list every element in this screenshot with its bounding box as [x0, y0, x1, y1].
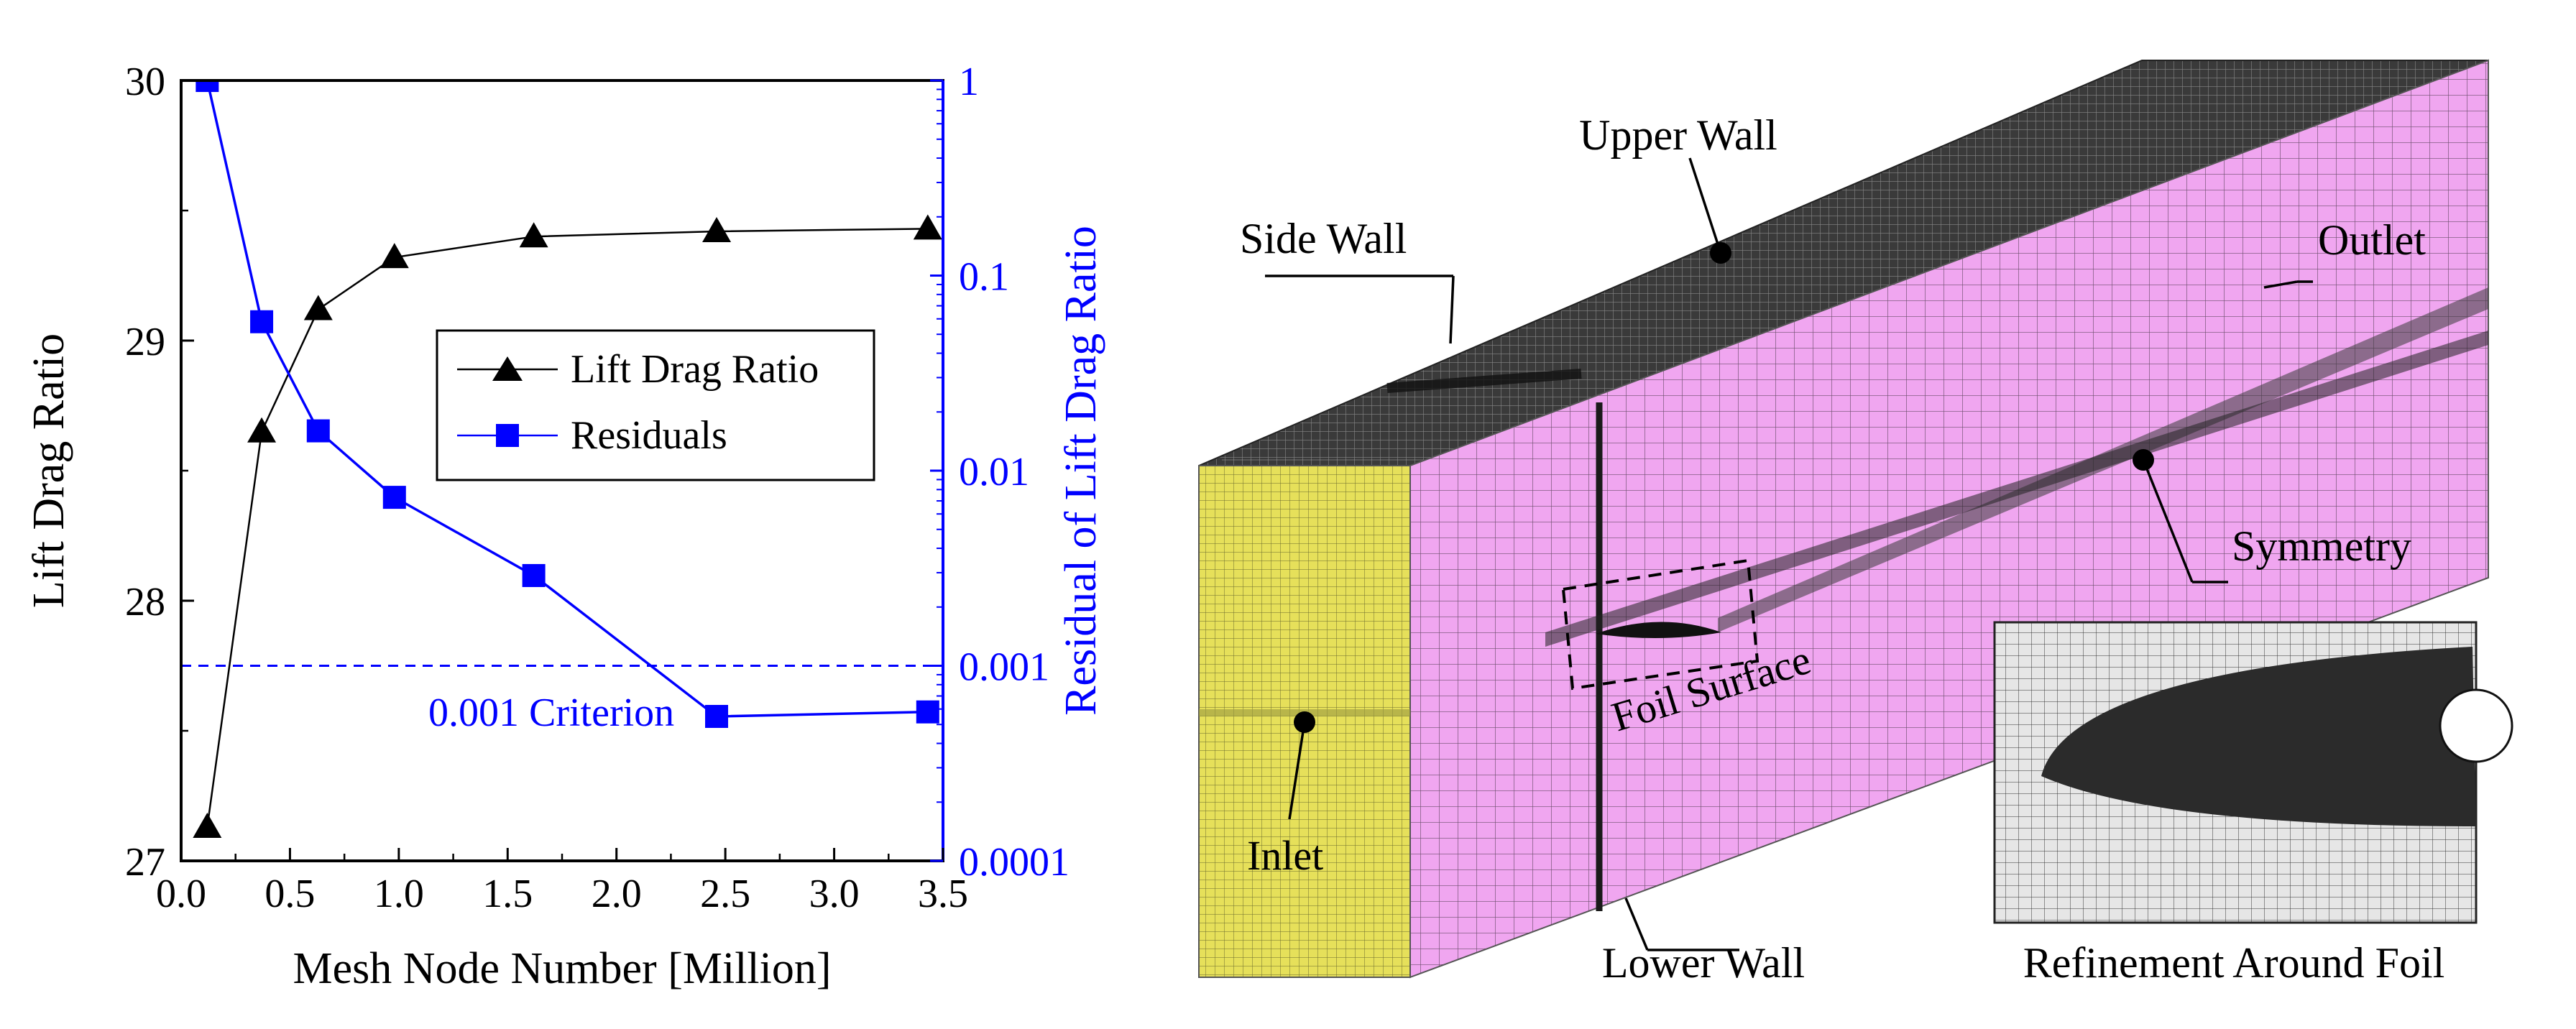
y2-tick-label: 0.1 [959, 255, 1009, 300]
x-tick-label: 1.5 [482, 872, 533, 916]
residual-point [705, 704, 729, 728]
y-axis-label: Lift Drag Ratio [24, 333, 73, 608]
leader-lower-wall [1624, 898, 1649, 951]
y2-tick-label: 0.0001 [959, 840, 1070, 885]
y2-axis-ticks: 0.0001 0.001 0.01 0.1 1 [930, 60, 1070, 885]
marker-symmetry [2133, 449, 2154, 471]
inset-dense-zone [2041, 647, 2476, 826]
criterion-label: 0.001 Criterion [428, 691, 674, 735]
convergence-chart: 0.0 0.5 1.0 1.5 2.0 2.5 3.0 3.5 27 28 29 30 0.0001… [24, 60, 1105, 993]
x-axis-ticks: 0.0 0.5 1.0 1.5 2.0 2.5 3.0 3.5 [156, 848, 968, 916]
legend-label-lift: Lift Drag Ratio [571, 347, 819, 392]
y-tick-label: 29 [125, 320, 165, 364]
wake-band-lower [1545, 331, 2488, 647]
y2-axis-label: Residual of Lift Drag Ratio [1057, 226, 1105, 716]
legend-marker-residuals [496, 424, 519, 447]
residual-point [250, 310, 274, 333]
label-side-wall: Side Wall [1240, 215, 1407, 262]
lift-drag-point [519, 222, 548, 248]
lift-drag-point [193, 812, 222, 838]
lift-drag-point [303, 295, 333, 320]
leader-upper-wall [1688, 157, 1722, 254]
residual-point [916, 700, 939, 724]
legend-marker-lift [492, 356, 523, 381]
label-upper-wall: Upper Wall [1579, 111, 1777, 159]
marker-upper-wall [1710, 242, 1731, 264]
y2-tick-label: 0.001 [959, 645, 1049, 690]
label-refinement: Refinement Around Foil [2023, 939, 2445, 987]
x-tick-label: 2.5 [700, 872, 750, 916]
mesh-domain-diagram: Upper Wall Side Wall Outlet Symmetry Foi… [1198, 59, 2513, 987]
lift-drag-point [913, 214, 942, 240]
residual-point [306, 419, 330, 443]
legend-label-residuals: Residuals [571, 413, 727, 458]
residual-point [522, 563, 546, 587]
residual-point [382, 486, 406, 509]
y-axis-ticks: 27 28 29 30 [125, 60, 194, 885]
leader-side-wall-v [1449, 275, 1455, 344]
leader-outlet-b [2263, 280, 2298, 289]
y2-tick-label: 1 [959, 60, 979, 104]
lift-drag-point [380, 243, 409, 269]
residual-point [196, 80, 219, 92]
foil-surface-box [1561, 558, 1760, 691]
mesh-leaders [1265, 157, 2313, 951]
refinement-inset [1993, 621, 2513, 924]
legend-box [436, 329, 875, 481]
label-lower-wall: Lower Wall [1602, 939, 1805, 987]
lift-drag-point [247, 417, 277, 443]
x-tick-label: 1.0 [374, 872, 424, 916]
label-outlet: Outlet [2318, 216, 2426, 264]
label-symmetry: Symmetry [2232, 522, 2411, 570]
y-tick-label: 27 [125, 840, 165, 885]
y-tick-label: 28 [125, 580, 165, 624]
y2-tick-label: 0.01 [959, 450, 1029, 494]
label-inlet: Inlet [1247, 832, 1323, 879]
x-tick-label: 3.5 [918, 872, 968, 916]
lift-drag-point [702, 216, 732, 242]
foil-shape [1596, 622, 1721, 639]
x-tick-label: 2.0 [592, 872, 642, 916]
x-axis-label: Mesh Node Number [Million] [293, 944, 831, 993]
x-tick-label: 0.0 [156, 872, 206, 916]
legend: Lift Drag Ratio Residuals [436, 329, 875, 481]
series-group [193, 80, 942, 838]
x-tick-label: 3.0 [809, 872, 860, 916]
y-tick-label: 30 [125, 60, 165, 104]
inset-foil-nose [2439, 688, 2513, 763]
leader-symmetry [2142, 459, 2194, 583]
x-tick-label: 0.5 [264, 872, 315, 916]
top-dense-band [1386, 369, 1582, 393]
marker-inlet [1294, 711, 1315, 733]
leader-inlet [1288, 721, 1306, 820]
